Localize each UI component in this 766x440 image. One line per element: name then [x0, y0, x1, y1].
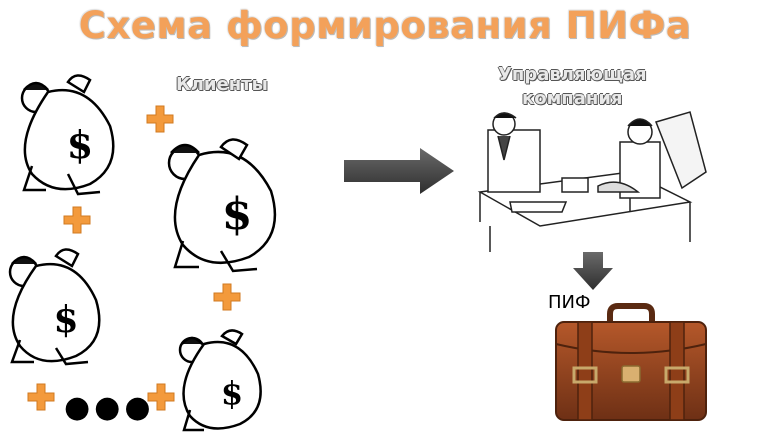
plus-icon: [146, 105, 174, 133]
svg-text:$: $: [222, 189, 253, 240]
fund-label: ПИФ: [548, 292, 591, 313]
down-arrow-icon: [573, 252, 613, 290]
ellipsis-dots: ●●●: [64, 390, 155, 425]
plus-icon: [213, 283, 241, 311]
right-arrow-icon: [344, 148, 454, 194]
plus-icon: [147, 383, 175, 411]
money-bag-man-icon: $: [8, 248, 101, 366]
svg-text:$: $: [221, 374, 243, 412]
company-label-line1: Управляющая: [498, 64, 647, 85]
company-label-line2: компания: [522, 88, 623, 109]
money-bag-man-icon: $: [20, 74, 115, 196]
plus-icon: [63, 206, 91, 234]
svg-text:$: $: [53, 299, 78, 341]
briefcase-icon: [555, 303, 707, 421]
clients-label: Клиенты: [176, 74, 268, 95]
money-bag-man-icon: $: [178, 329, 262, 432]
diagram-title: Схема формирования ПИФа: [78, 4, 692, 47]
money-bag-man-icon: $: [167, 138, 277, 273]
plus-icon: [27, 383, 55, 411]
svg-text:$: $: [67, 122, 93, 167]
office-meeting-illustration: [477, 111, 707, 252]
